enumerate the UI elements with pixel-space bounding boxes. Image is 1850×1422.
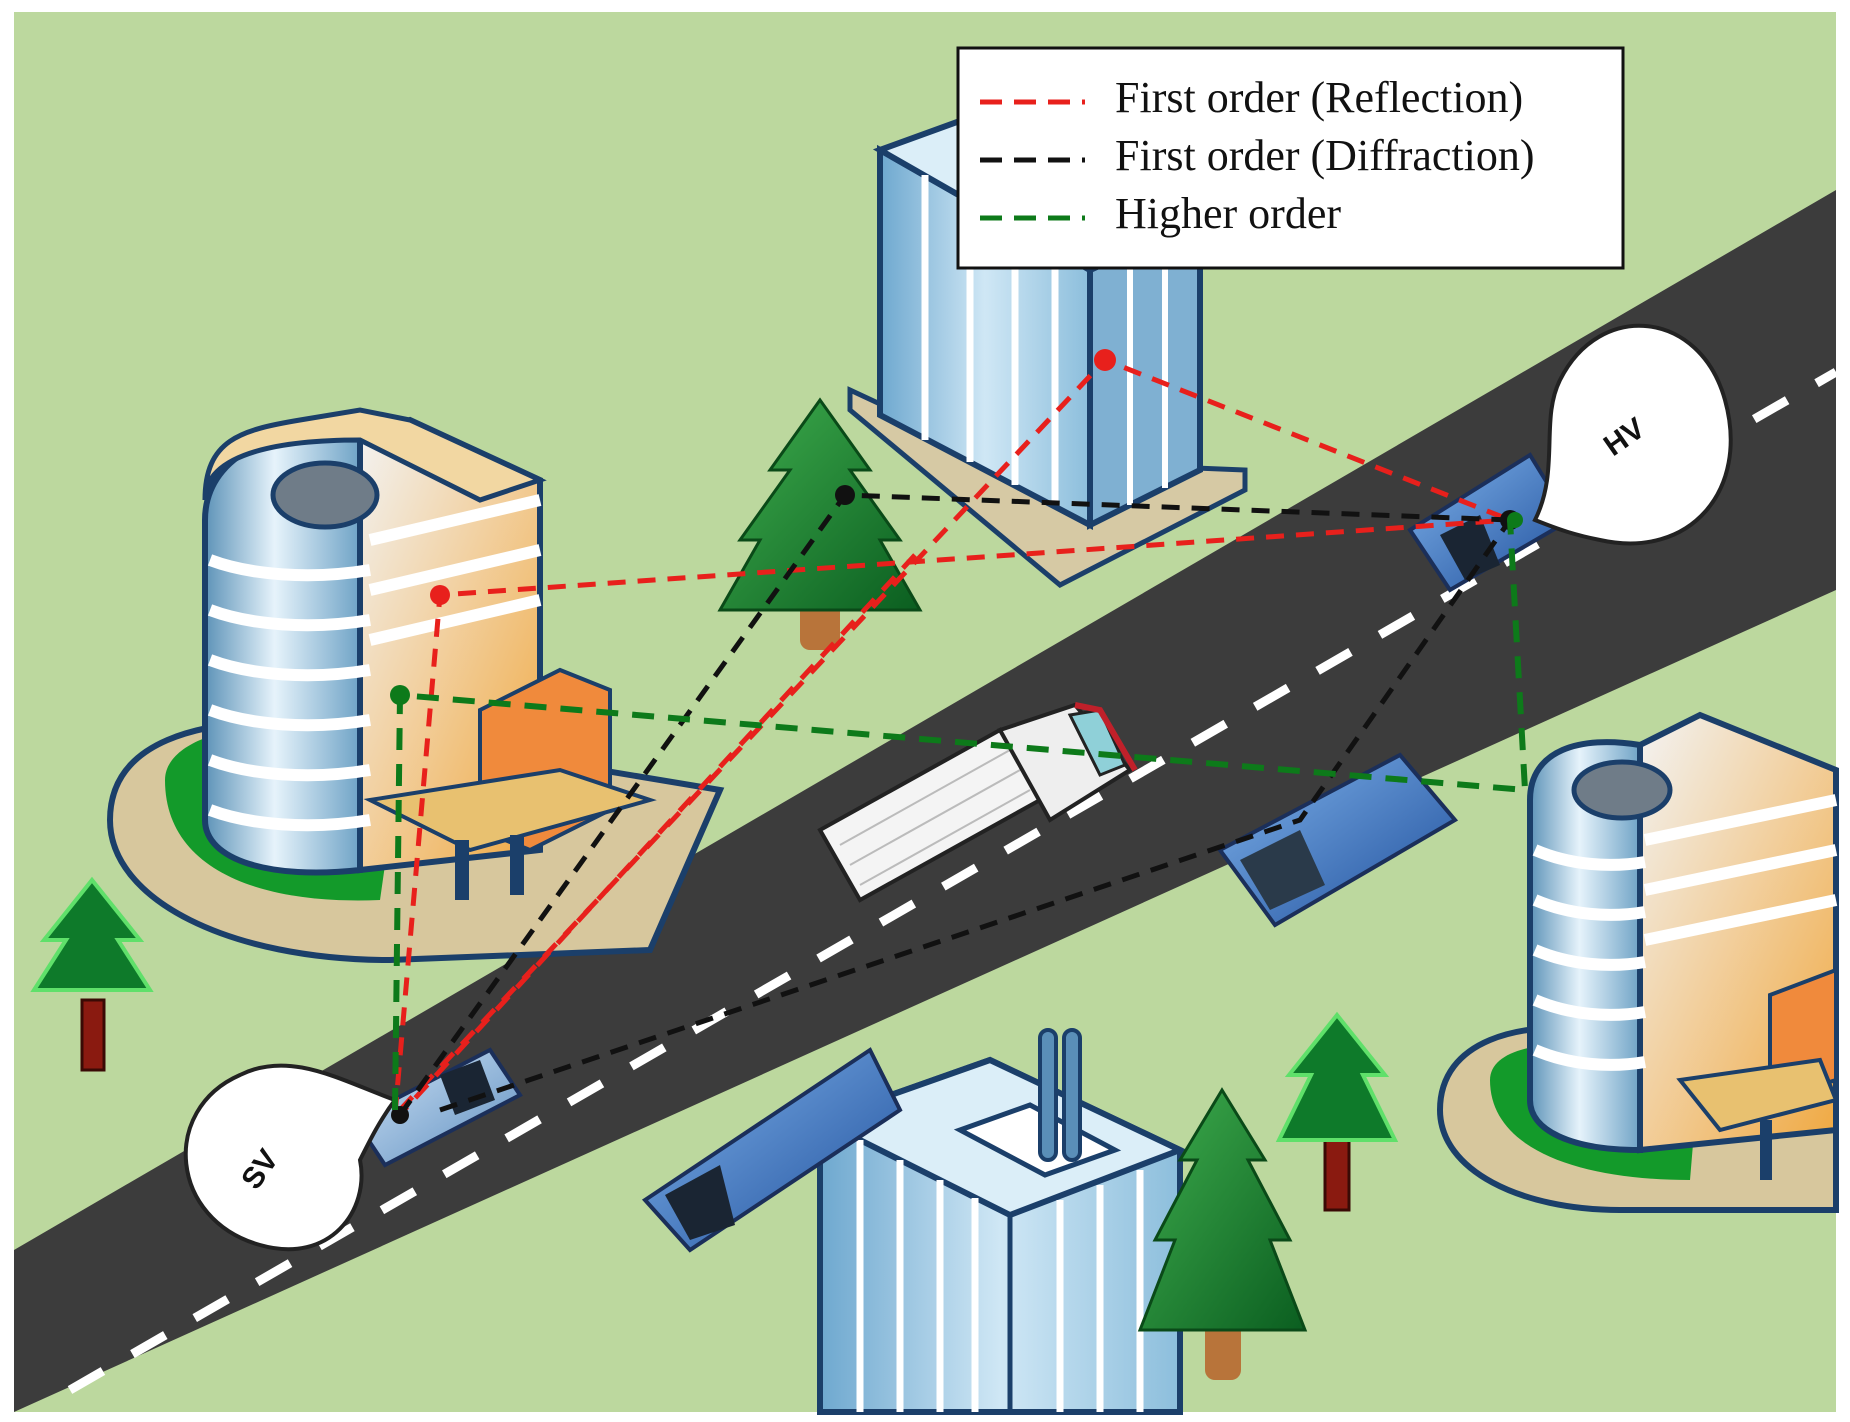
legend-label-reflection: First order (Reflection)	[1115, 73, 1523, 122]
tree-bottom-center	[1137, 1087, 1308, 1380]
van-blue-bottom	[641, 1047, 903, 1253]
higher-order-points	[390, 512, 1523, 705]
tree-center	[717, 397, 923, 650]
hv-bubble: HV	[1532, 323, 1733, 546]
round-tower-right	[1436, 711, 1839, 1213]
tree-left	[30, 876, 154, 1072]
lane-marking	[67, 368, 1839, 1394]
glass-tower-bottom	[812, 1028, 1188, 1415]
legend: First order (Reflection) First order (Di…	[956, 46, 1625, 270]
antenna	[1038, 1028, 1058, 1162]
legend-item-reflection: First order (Reflection)	[980, 73, 1523, 122]
truck	[817, 702, 1138, 903]
antenna	[1062, 1028, 1082, 1162]
reflection-points	[430, 349, 1116, 605]
legend-label-diffraction: First order (Diffraction)	[1115, 131, 1535, 180]
legend-item-diffraction: First order (Diffraction)	[980, 131, 1535, 180]
source-vehicle	[352, 1047, 523, 1168]
sv-bubble: SV	[183, 1063, 399, 1252]
round-tower-left	[106, 407, 725, 964]
higher-order-paths	[392, 519, 1529, 1111]
car-blue-middle	[1217, 752, 1459, 928]
legend-label-higher-order: Higher order	[1115, 189, 1341, 238]
tree-bottom-right	[1275, 1011, 1399, 1212]
legend-item-higher-order: Higher order	[980, 189, 1341, 238]
roof-disc	[270, 460, 380, 530]
